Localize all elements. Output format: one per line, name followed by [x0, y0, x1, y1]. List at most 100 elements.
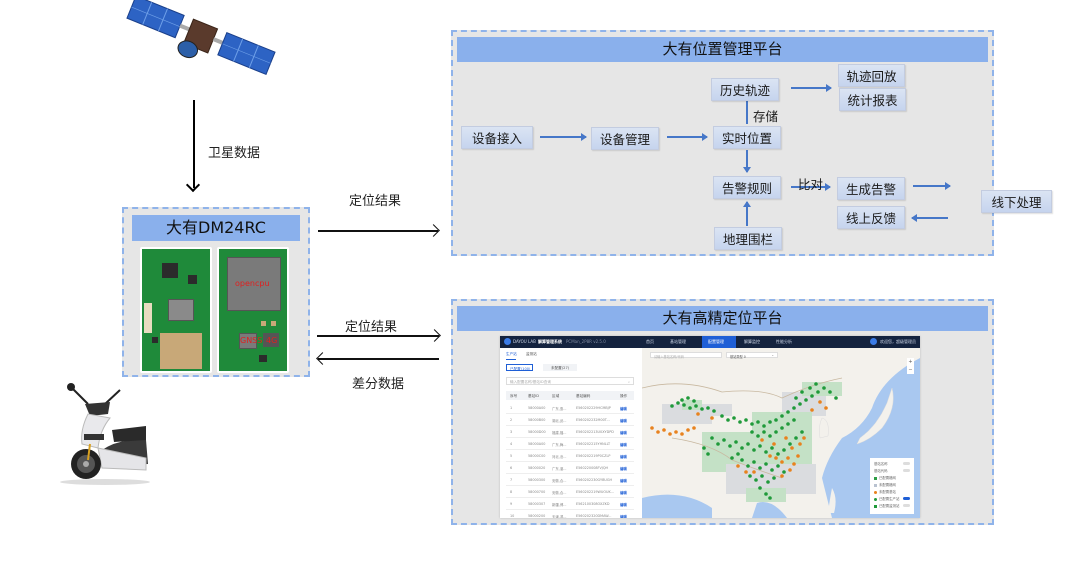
satellite-data-arrow — [193, 100, 195, 188]
chip-label-gnss: GNSS — [240, 336, 263, 345]
station-list-panel: 生产站 监测站 已配置(100) 未配置(27) 输入配置名称/基站ID查询 ⌕… — [500, 348, 640, 518]
legend-station-name: 基站名称 — [874, 462, 888, 466]
map-zoom-control: + − — [907, 358, 914, 374]
node-offline-handling: 线下处理 — [981, 190, 1052, 213]
high-precision-positioning-platform: 大有高精定位平台 DAYOU LAB 解算管理系统 PCMan_2P8R v2.… — [451, 299, 994, 525]
flow-arrow — [791, 84, 832, 92]
station-name-toggle[interactable] — [903, 462, 910, 465]
user-greeting[interactable]: 欢迎您，超级管理员 — [880, 339, 916, 344]
electric-scooter-icon — [50, 360, 150, 490]
app-top-nav: DAYOU LAB 解算管理系统 PCMan_2P8R v2.5.0 首页 基站… — [500, 336, 920, 348]
nav-performance-analysis[interactable]: 性能分析 — [776, 339, 792, 344]
location-management-platform: 大有位置管理平台 设备接入 设备管理 实时位置 存储 历史轨迹 轨迹回放 统计报… — [451, 30, 994, 256]
node-online-feedback: 线上反馈 — [837, 206, 905, 229]
legend-unconfigured-grid: 未配置格网 — [874, 482, 896, 487]
map-canvas — [642, 358, 920, 518]
legend-station-code: 基站代码 — [874, 469, 888, 473]
chip-label-4g: 4G — [266, 336, 278, 345]
system-version: PCMan_2P8R v2.5.0 — [566, 339, 606, 344]
node-alarm-rules: 告警规则 — [713, 176, 781, 199]
tab-monitoring-station[interactable]: 监测站 — [526, 352, 537, 356]
station-type-select[interactable]: 基站类型 0 ⌄ — [726, 352, 778, 359]
tab-production-station[interactable]: 生产站 — [506, 352, 517, 356]
edge-label-store: 存储 — [753, 109, 779, 124]
station-code-toggle[interactable] — [903, 469, 910, 472]
nav-active-indicator — [702, 336, 736, 348]
module-dm24rc: 大有DM24RC opencpu GNSS 4G — [122, 207, 310, 377]
edit-link[interactable]: 编辑 — [620, 491, 627, 495]
edit-link[interactable]: 编辑 — [620, 515, 627, 518]
edit-link[interactable]: 编辑 — [620, 407, 627, 411]
filter-unconfigured[interactable]: 未配置(27) — [543, 364, 577, 371]
location-platform-title: 大有位置管理平台 — [457, 37, 988, 62]
node-geofence: 地理围栏 — [714, 227, 782, 250]
edit-link[interactable]: 编辑 — [620, 467, 627, 471]
zoom-in-button[interactable]: + — [908, 359, 913, 365]
edit-link[interactable]: 编辑 — [620, 431, 627, 435]
positioning-result-arrow-bottom — [317, 335, 439, 337]
flow-arrow — [743, 201, 751, 226]
brand-name: DAYOU LAB — [513, 339, 536, 344]
table-header: 序号 基站ID 区域 基站编码 操作 — [506, 391, 634, 400]
map-legend: 基站名称 基站代码 已配置格网 未配置格网 未配置基站 已配置生产站 已配置监测… — [870, 458, 914, 514]
nav-config-management[interactable]: 配置管理 — [708, 339, 724, 344]
legend-configured-monitoring: 已配置监测站 — [874, 503, 899, 508]
node-device-access: 设备接入 — [461, 126, 533, 149]
flow-arrow — [743, 150, 751, 173]
edge-label-compare: 比对 — [798, 177, 824, 192]
hp-platform-title: 大有高精定位平台 — [457, 306, 988, 331]
station-search-input[interactable]: 输入配置名称/基站ID查询 ⌕ — [506, 377, 634, 385]
system-name: 解算管理系统 — [538, 339, 562, 344]
positioning-result-arrow-top — [318, 230, 438, 232]
chip-label-opencpu: opencpu — [235, 279, 270, 288]
nav-solver-monitor[interactable]: 解算监控 — [744, 339, 760, 344]
edit-link[interactable]: 编辑 — [620, 419, 627, 423]
satellite-data-label: 卫星数据 — [208, 146, 261, 161]
brand-logo-icon — [504, 338, 511, 345]
node-device-management: 设备管理 — [591, 127, 659, 150]
pcb-board-back: opencpu GNSS 4G — [217, 247, 289, 373]
satellite-icon — [110, 0, 280, 100]
configured-production-toggle[interactable] — [903, 497, 910, 500]
zoom-out-button[interactable]: − — [908, 367, 913, 373]
positioning-result-label-top: 定位结果 — [349, 194, 402, 209]
flow-arrow — [911, 214, 948, 222]
nav-home[interactable]: 首页 — [646, 339, 654, 344]
node-realtime-location: 实时位置 — [713, 126, 781, 149]
filter-configured[interactable]: 已配置(100) — [506, 364, 533, 371]
node-generate-alarm: 生成告警 — [837, 177, 905, 200]
solver-management-screenshot: DAYOU LAB 解算管理系统 PCMan_2P8R v2.5.0 首页 基站… — [500, 336, 920, 518]
module-title: 大有DM24RC — [132, 215, 300, 241]
flow-arrow — [540, 133, 587, 141]
edit-link[interactable]: 编辑 — [620, 455, 627, 459]
differential-data-arrow — [318, 358, 439, 360]
configured-monitoring-toggle[interactable] — [903, 504, 910, 507]
search-icon: ⌕ — [627, 379, 630, 384]
flow-arrow — [791, 183, 831, 191]
station-map[interactable]: 请输入基站名称/代码 基站类型 0 ⌄ + − 基站名称 基站代码 已配置格网 … — [642, 348, 920, 518]
positioning-result-label-bottom: 定位结果 — [345, 320, 398, 335]
flow-arrow — [667, 133, 708, 141]
map-search-input[interactable]: 请输入基站名称/代码 — [650, 352, 722, 359]
edit-link[interactable]: 编辑 — [620, 443, 627, 447]
edit-link[interactable]: 编辑 — [620, 479, 627, 483]
edit-link[interactable]: 编辑 — [620, 503, 627, 507]
user-avatar[interactable] — [870, 338, 877, 345]
legend-unconfigured-station: 未配置基站 — [874, 489, 896, 494]
chevron-down-icon: ⌄ — [771, 353, 774, 357]
differential-data-label: 差分数据 — [352, 377, 405, 392]
flow-arrow — [913, 182, 951, 190]
node-history-track: 历史轨迹 — [711, 78, 779, 101]
legend-configured-grid: 已配置格网 — [874, 475, 896, 480]
nav-station-management[interactable]: 基站管理 — [670, 339, 686, 344]
